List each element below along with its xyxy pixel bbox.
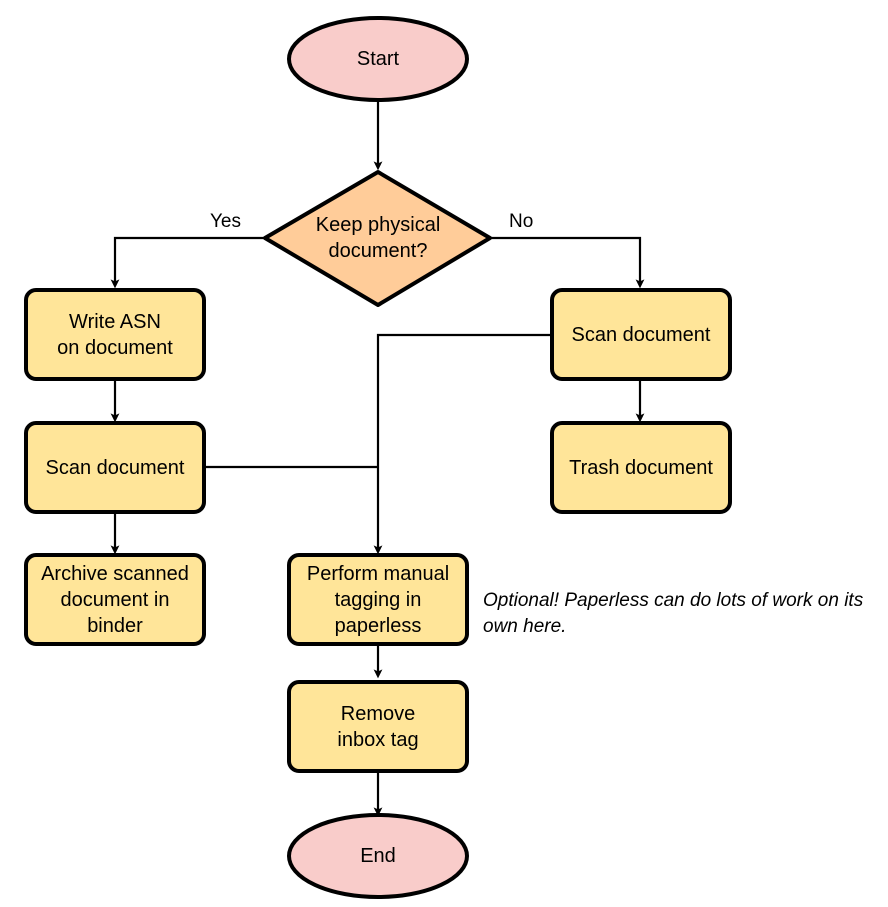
node-write-asn-shape[interactable] <box>24 288 206 381</box>
node-end-shape[interactable] <box>287 813 469 899</box>
node-trash-shape[interactable] <box>550 421 732 514</box>
node-tagging-shape[interactable] <box>287 553 469 646</box>
connector-layer <box>110 100 645 817</box>
node-start-shape[interactable] <box>287 16 469 102</box>
node-archive-shape[interactable] <box>24 553 206 646</box>
optional-note: Optional! Paperless can do lots of work … <box>483 590 864 637</box>
node-scan-left-shape[interactable] <box>24 421 206 514</box>
node-decision-shape[interactable] <box>263 170 492 307</box>
edge-label-yes: Yes <box>210 211 241 232</box>
node-remove-inbox-shape[interactable] <box>287 680 469 773</box>
shape-layer <box>24 16 732 899</box>
edge-label-no: No <box>509 211 534 232</box>
node-scan-right-shape[interactable] <box>550 288 732 381</box>
edge-scan-right-to-tagging <box>373 333 552 555</box>
edge-decision-yes-to-write-asn <box>110 236 265 289</box>
edge-decision-no-to-scan-right <box>490 236 645 289</box>
